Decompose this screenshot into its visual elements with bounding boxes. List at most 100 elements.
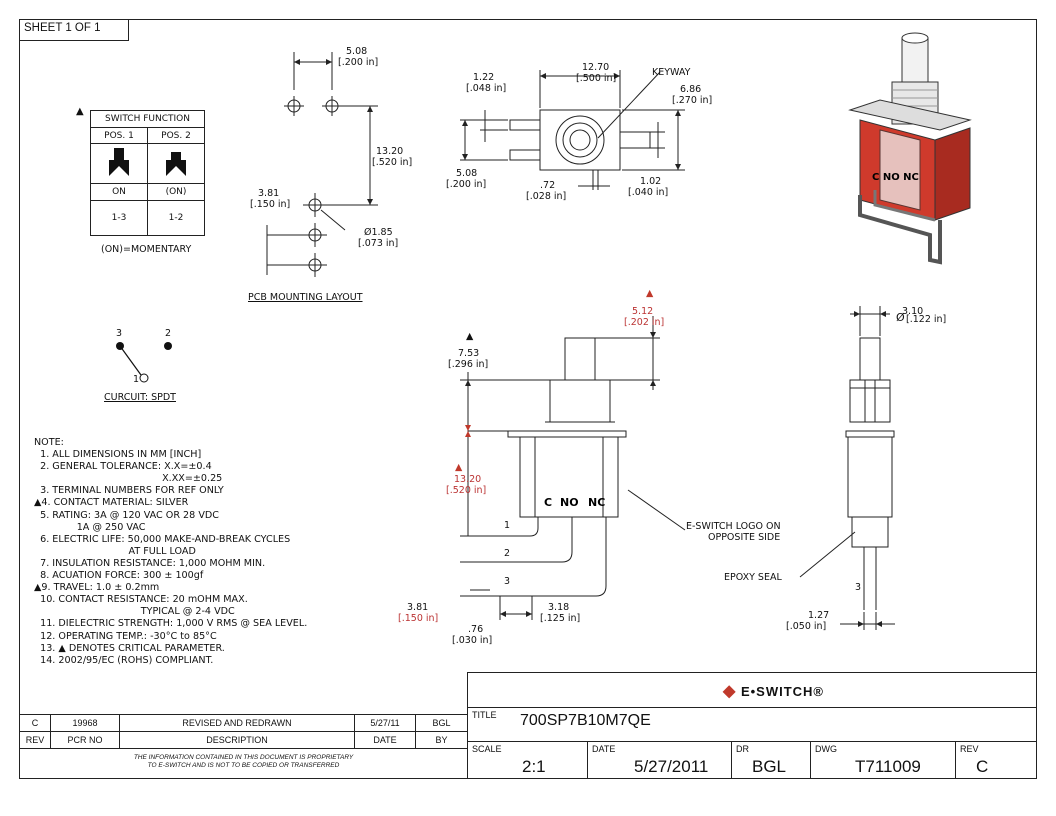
critical-triangle-icon: ▲: [455, 462, 463, 473]
date-value: 5/27/2011: [634, 757, 709, 776]
front-pin3: 3: [504, 576, 511, 587]
pcb-layout-label: PCB MOUNTING LAYOUT: [248, 292, 363, 303]
pcb-dim-height-in: [.520 in]: [372, 157, 413, 168]
front-pin1: 1: [504, 520, 511, 531]
proprietary-line-1: THE INFORMATION CONTAINED IN THIS DOCUME…: [133, 754, 354, 761]
pcb-dim-pitch: 5.08: [346, 46, 368, 57]
rev-label: REV: [960, 744, 979, 754]
term-no: NO: [560, 496, 579, 509]
dwg-label: DWG: [815, 744, 837, 754]
side-dim-dia-in: [.122 in]: [906, 314, 947, 325]
note-line: 10. CONTACT RESISTANCE: 20 mOHM MAX.: [34, 594, 248, 606]
rev-value: C: [19, 714, 51, 732]
dr-cell: DR BGL: [731, 741, 811, 779]
pcb-dim-hole: Ø1.85: [364, 227, 393, 238]
pcb-dim-row: 3.81: [258, 188, 280, 199]
pos1-header: POS. 1: [90, 127, 148, 144]
front-view-drawing: C NO NC: [460, 316, 686, 620]
pos1-actuator-icon: [90, 143, 148, 184]
front-dim-pitch-in: [.150 in]: [398, 613, 439, 624]
top-view-drawing: [460, 70, 685, 190]
desc-header: DESCRIPTION: [119, 731, 355, 749]
proprietary-line-2: TO E-SWITCH AND IS NOT TO BE COPIED OR T…: [147, 762, 340, 769]
switch-function-footnote: (ON)=MOMENTARY: [101, 244, 192, 255]
isometric-switch-illustration: C NO NC: [848, 32, 972, 265]
note-line: 11. DIELECTRIC STRENGTH: 1,000 V RMS @ S…: [34, 618, 308, 630]
note-line: 13. ▲ DENOTES CRITICAL PARAMETER.: [34, 642, 225, 654]
top-dim2: 12.70: [582, 62, 610, 73]
note-line: 8. ACUATION FORCE: 300 ± 100gf: [34, 570, 204, 582]
e-switch-logo-icon: ◆: [723, 683, 737, 700]
critical-triangle-icon: ▲: [646, 288, 654, 299]
pos2-pins: 1-2: [147, 200, 205, 236]
side-pin3: 3: [855, 582, 862, 593]
note-line: ▲4. CONTACT MATERIAL: SILVER: [34, 497, 189, 509]
pcr-header: PCR NO: [50, 731, 120, 749]
dr-value: BGL: [752, 757, 787, 776]
pcb-dim-height: 13.20: [376, 146, 404, 157]
rev-cell: REV C: [955, 741, 1037, 779]
sheet-label: SHEET 1 OF 1: [19, 19, 129, 41]
front-dim-plunger-in: [.202 in]: [624, 317, 665, 328]
dwg-value: T711009: [855, 757, 921, 776]
front-dim-thick-in: [.030 in]: [452, 635, 493, 646]
note-line: ▲9. TRAVEL: 1.0 ± 0.2mm: [34, 582, 160, 594]
date-label: DATE: [592, 744, 616, 754]
notes-list: NOTE: 1. ALL DIMENSIONS IN MM [INCH] 2. …: [34, 437, 307, 667]
side-view-drawing: [799, 306, 895, 630]
pos2-actuator-icon: [147, 143, 205, 184]
note-line: TYPICAL @ 2-4 VDC: [34, 606, 235, 618]
top-dim5-in: [.028 in]: [526, 191, 567, 202]
top-dim4: 5.08: [456, 168, 478, 179]
side-dim-dia-symbol: Ø: [896, 311, 905, 324]
pos2-header: POS. 2: [147, 127, 205, 144]
front-dim-pitch: 3.81: [407, 602, 429, 613]
front-dim-top-in: [.296 in]: [448, 359, 489, 370]
note-line: 6. ELECTRIC LIFE: 50,000 MAKE-AND-BREAK …: [34, 533, 291, 545]
circuit-label: CURCUIT: SPDT: [104, 392, 176, 403]
brand-logo: ◆ E•SWITCH®: [723, 681, 824, 701]
part-number: 700SP7B10M7QE: [520, 712, 651, 729]
note-line: NOTE:: [34, 437, 64, 448]
circuit-pin1: 1: [133, 374, 140, 385]
pos1-pins: 1-3: [90, 200, 148, 236]
proprietary-notice: THE INFORMATION CONTAINED IN THIS DOCUME…: [19, 748, 468, 779]
critical-triangle-icon: ▲: [466, 331, 474, 342]
side-dim-lead-in: [.050 in]: [786, 621, 827, 632]
by-header: BY: [415, 731, 468, 749]
pcb-layout-drawing: [266, 52, 378, 277]
top-dim6-in: [.040 in]: [628, 187, 669, 198]
epoxy-seal-label: EPOXY SEAL: [724, 572, 782, 583]
note-line: 5. RATING: 3A @ 120 VAC OR 28 VDC: [34, 509, 219, 521]
critical-triangle-icon: ▲: [76, 106, 84, 117]
pcb-dim-hole-in: [.073 in]: [358, 238, 399, 249]
by-value: BGL: [415, 714, 468, 732]
note-line: 12. OPERATING TEMP.: -30°C to 85°C: [34, 630, 217, 642]
note-line: 7. INSULATION RESISTANCE: 1,000 MOHM MIN…: [34, 557, 266, 569]
rev-header: REV: [19, 731, 51, 749]
logo-note-2: OPPOSITE SIDE: [708, 532, 781, 543]
top-dim4-in: [.200 in]: [446, 179, 487, 190]
logo-note-1: E-SWITCH LOGO ON: [686, 521, 781, 532]
pos2-state: (ON): [147, 183, 205, 201]
scale-value: 2:1: [522, 757, 546, 776]
circuit-pin3: 3: [116, 328, 123, 339]
switch-function-title: SWITCH FUNCTION: [90, 110, 205, 128]
rev-value: C: [976, 757, 989, 776]
front-dim-width: 3.18: [548, 602, 570, 613]
note-line: 2. GENERAL TOLERANCE: X.X=±0.4: [34, 461, 212, 473]
note-line: 14. 2002/95/EC (ROHS) COMPLIANT.: [34, 654, 214, 666]
term-c: C: [544, 496, 552, 509]
top-dim6: 1.02: [640, 176, 662, 187]
pcr-value: 19968: [50, 714, 120, 732]
top-dim3-in: [.270 in]: [672, 95, 713, 106]
term-nc: NC: [588, 496, 605, 509]
dwg-cell: DWG T711009: [810, 741, 956, 779]
scale-cell: SCALE 2:1: [467, 741, 588, 779]
top-dim1: 1.22: [473, 72, 495, 83]
desc-value: REVISED AND REDRAWN: [119, 714, 355, 732]
top-dim1-in: [.048 in]: [466, 83, 507, 94]
brand-name: E•SWITCH®: [740, 684, 825, 699]
front-pin2: 2: [504, 548, 511, 559]
